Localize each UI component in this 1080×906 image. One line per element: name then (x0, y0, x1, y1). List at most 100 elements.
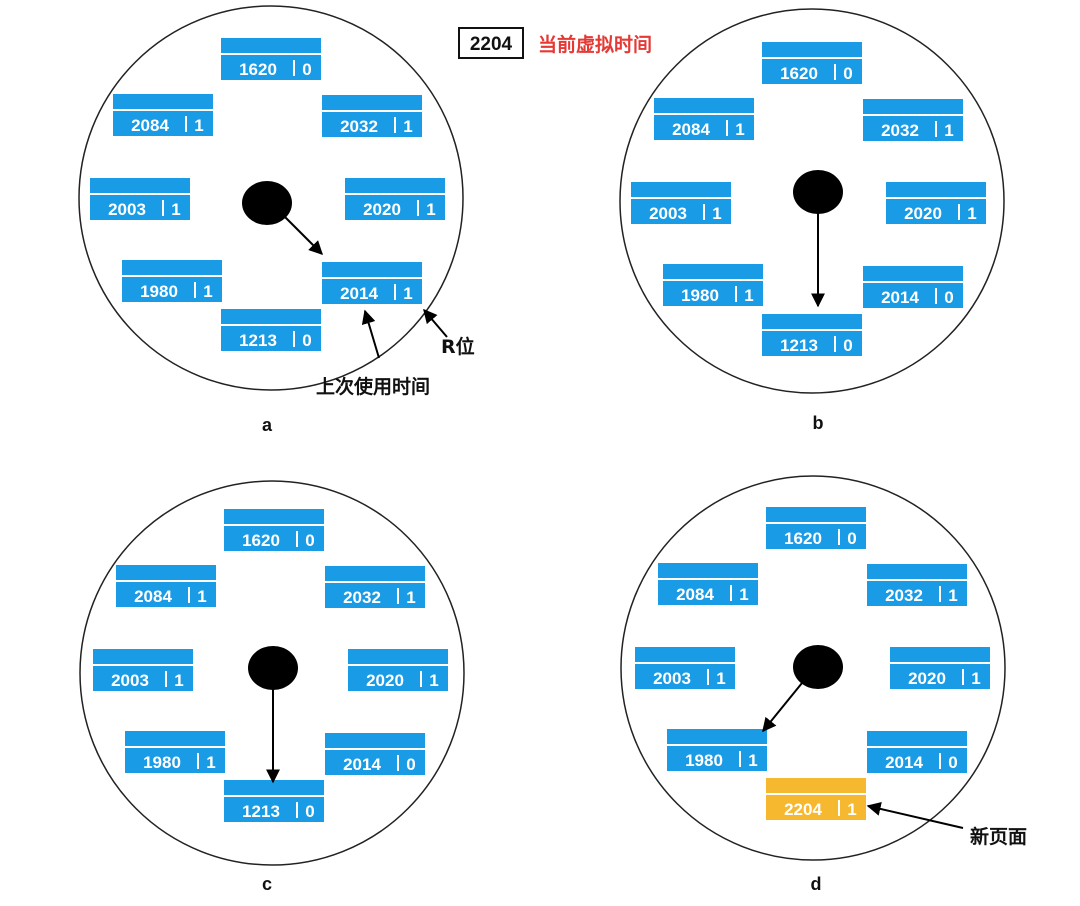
entry-last-used-time: 1980 (685, 751, 723, 770)
entry-last-used-time: 2003 (649, 204, 687, 223)
entry-last-used-time: 2032 (885, 586, 923, 605)
entry-last-used-time: 1980 (140, 282, 178, 301)
entry-r-bit: 1 (403, 284, 412, 303)
entry-box (631, 182, 731, 224)
entry-box (762, 42, 862, 84)
new-page-label: 新页面 (970, 825, 1027, 848)
entry-last-used-time: 2032 (343, 588, 381, 607)
r-bit-arrow (423, 308, 448, 338)
entry-box (93, 649, 193, 691)
current-time-label: 当前虚拟时间 (538, 33, 652, 56)
entry-box (658, 563, 758, 605)
entry-r-bit: 1 (171, 200, 180, 219)
entry-box (221, 309, 321, 351)
entry-r-bit: 0 (847, 529, 856, 548)
page-entry: 1980 1 (667, 729, 767, 771)
clock-hand (284, 216, 323, 255)
entry-box (221, 38, 321, 80)
page-entry: 2020 1 (348, 649, 448, 691)
entry-r-bit: 0 (944, 288, 953, 307)
entry-last-used-time: 2084 (676, 585, 714, 604)
page-entry: 1213 0 (224, 780, 324, 822)
last-used-label: 上次使用时间 (316, 375, 430, 398)
entry-r-bit: 0 (302, 331, 311, 350)
new-page-arrow (866, 802, 964, 829)
entry-box (116, 565, 216, 607)
entry-box (635, 647, 735, 689)
entry-r-bit: 1 (403, 117, 412, 136)
entry-last-used-time: 2014 (343, 755, 381, 774)
entry-box (125, 731, 225, 773)
entry-r-bit: 1 (203, 282, 212, 301)
clock-hub (793, 170, 843, 214)
entry-r-bit: 0 (948, 753, 957, 772)
entry-r-bit: 0 (843, 336, 852, 355)
clock-hand (762, 682, 803, 733)
entry-last-used-time: 2014 (885, 753, 923, 772)
entry-r-bit: 1 (426, 200, 435, 219)
entry-box (325, 566, 425, 608)
entry-box (663, 264, 763, 306)
page-entry: 1980 1 (122, 260, 222, 302)
last-used-arrow (361, 309, 380, 359)
entry-box (224, 509, 324, 551)
entry-last-used-time: 1980 (681, 286, 719, 305)
entry-r-bit: 1 (429, 671, 438, 690)
r-bit-label: R位 (441, 335, 475, 358)
clock-hub (793, 645, 843, 689)
entry-last-used-time: 2020 (904, 204, 942, 223)
page-entry: 1980 1 (663, 264, 763, 306)
entry-r-bit: 1 (406, 588, 415, 607)
entry-r-bit: 1 (174, 671, 183, 690)
current-virtual-time: 2204 当前虚拟时间 (458, 27, 652, 59)
panel-label: d (811, 874, 822, 894)
entry-last-used-time: 2020 (363, 200, 401, 219)
entry-last-used-time: 2084 (134, 587, 172, 606)
entry-box (322, 262, 422, 304)
entry-box (325, 733, 425, 775)
entry-r-bit: 0 (305, 802, 314, 821)
entry-r-bit: 1 (716, 669, 725, 688)
entry-box (766, 778, 866, 820)
page-entry: 2032 1 (325, 566, 425, 608)
entry-last-used-time: 2020 (366, 671, 404, 690)
entry-box (766, 507, 866, 549)
entry-r-bit: 1 (744, 286, 753, 305)
page-entry: 2014 1 (322, 262, 422, 304)
entry-last-used-time: 1213 (242, 802, 280, 821)
entry-box (348, 649, 448, 691)
entry-box (654, 98, 754, 140)
entry-last-used-time: 2032 (340, 117, 378, 136)
entry-last-used-time: 2084 (131, 116, 169, 135)
entry-box (90, 178, 190, 220)
entry-last-used-time: 2014 (340, 284, 378, 303)
entry-r-bit: 1 (739, 585, 748, 604)
entry-last-used-time: 2032 (881, 121, 919, 140)
entry-box (113, 94, 213, 136)
entry-r-bit: 0 (305, 531, 314, 550)
page-entry: 2014 0 (867, 731, 967, 773)
entry-box (224, 780, 324, 822)
entry-r-bit: 1 (206, 753, 215, 772)
panel-label: b (813, 413, 824, 433)
page-entry: 2020 1 (345, 178, 445, 220)
clock-hub (242, 181, 292, 225)
entry-box (863, 99, 963, 141)
entry-r-bit: 1 (748, 751, 757, 770)
